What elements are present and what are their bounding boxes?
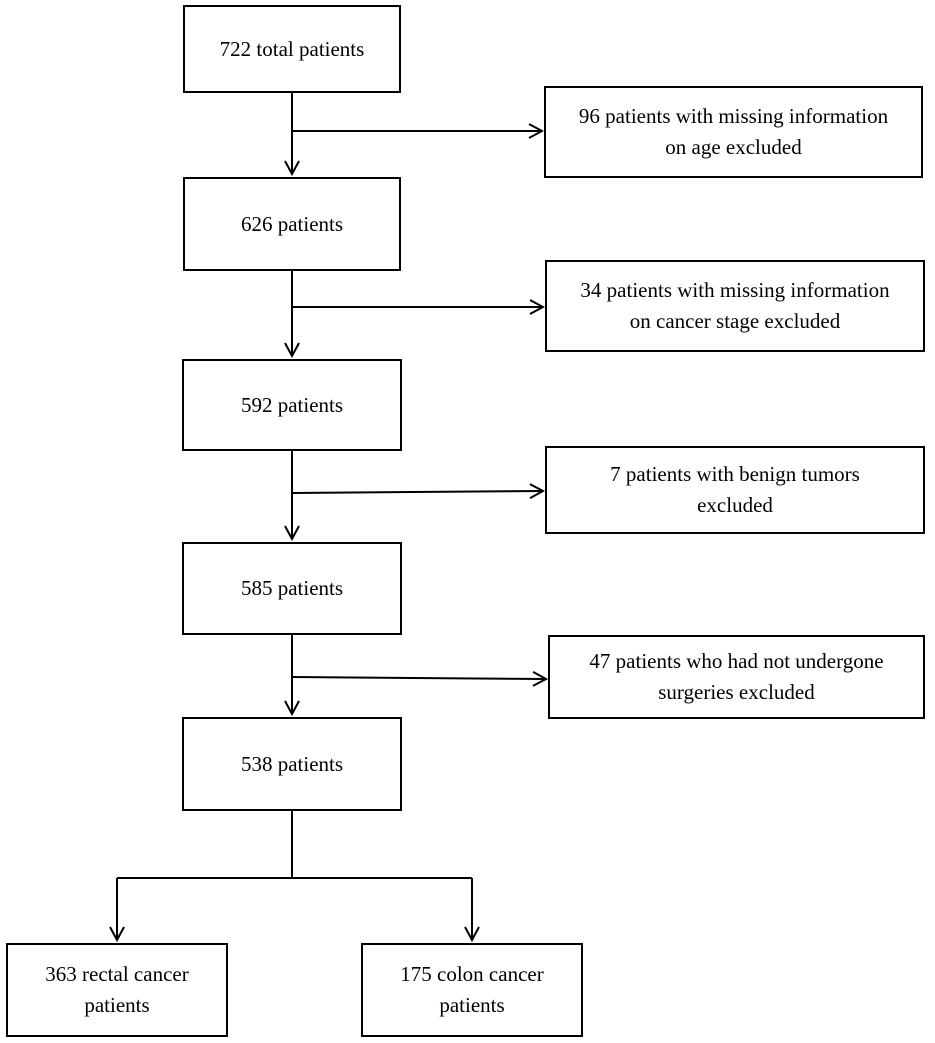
box-text-line-1: 7 patients with benign tumors [610,462,860,486]
box-total-patients: 722 total patients [183,5,401,93]
arrow-exclusion-benign [291,491,543,493]
box-text: 626 patients [240,211,344,236]
box-text-line-2: excluded [697,493,773,517]
arrow-exclusion-surgery [291,677,546,679]
box-text-line-1: 363 rectal cancer [45,962,189,986]
box-text-line-2: patients [84,993,150,1017]
box-text: 592 patients [240,392,344,417]
box-text-line-2: surgeries excluded [658,680,815,704]
box-excluded-no-surgery: 47 patients who had not undergone surger… [548,635,925,719]
box-text-line-1: 47 patients who had not undergone [589,649,884,673]
box-text-line-1: 175 colon cancer [400,962,544,986]
box-626-patients: 626 patients [183,177,401,271]
box-text: 722 total patients [219,36,365,61]
box-excluded-missing-age: 96 patients with missing information on … [544,86,923,178]
box-585-patients: 585 patients [182,542,402,635]
box-text-line-2: on cancer stage excluded [629,309,841,333]
box-excluded-missing-stage: 34 patients with missing information on … [545,260,925,352]
box-text-line-2: patients [439,993,505,1017]
box-rectal-cancer-patients: 363 rectal cancer patients [6,943,228,1037]
box-text-line-2: on age excluded [665,135,802,159]
box-text-line-1: 96 patients with missing information [578,104,889,128]
box-text: 585 patients [240,576,344,600]
box-text: 538 patients [240,751,344,776]
box-colon-cancer-patients: 175 colon cancer patients [361,943,583,1037]
box-text-line-1: 34 patients with missing information [580,278,890,302]
box-538-patients: 538 patients [182,717,402,811]
box-592-patients: 592 patients [182,359,402,451]
box-excluded-benign-tumors: 7 patients with benign tumors excluded [545,446,925,534]
